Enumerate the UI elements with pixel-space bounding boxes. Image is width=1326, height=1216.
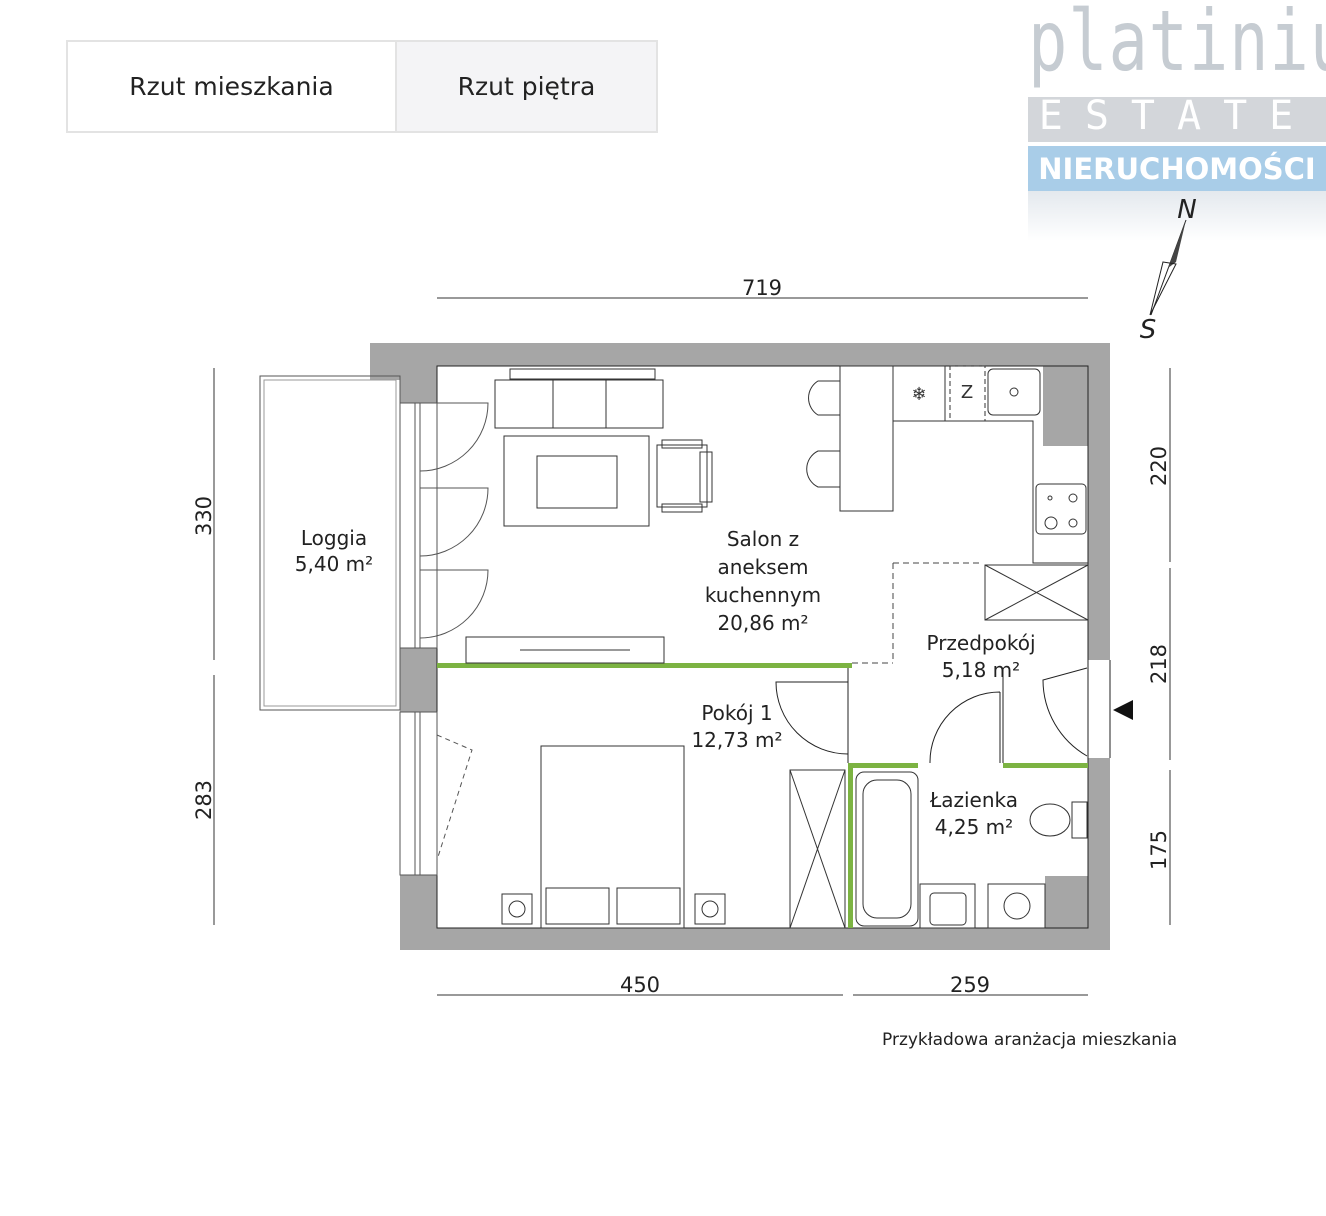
dim-bottom-left: 450 bbox=[620, 973, 660, 997]
room-name-pokoj: Pokój 1 bbox=[701, 701, 772, 725]
platinium-estate-logo: platinium ESTATE NIERUCHOMOŚCI bbox=[1028, 0, 1326, 241]
dim-left-upper: 330 bbox=[192, 496, 216, 536]
loggia: Loggia 5,40 m² bbox=[259, 375, 401, 711]
compass-south: S bbox=[1140, 315, 1157, 345]
room-name-salon-1: Salon z bbox=[727, 527, 799, 551]
tab-floor-plan[interactable]: Rzut piętra bbox=[395, 42, 656, 131]
room-area-przedpokoj: 5,18 m² bbox=[942, 658, 1020, 682]
example-arrangement-note: Przykładowa aranżacja mieszkania bbox=[882, 1030, 1178, 1050]
room-area-lazienka: 4,25 m² bbox=[935, 815, 1013, 839]
room-name-salon-3: kuchennym bbox=[705, 583, 821, 607]
room-name-przedpokoj: Przedpokój bbox=[926, 631, 1035, 655]
room-area-pokoj: 12,73 m² bbox=[691, 728, 782, 752]
logo-band bbox=[1028, 97, 1326, 142]
logo-wordmark: platinium bbox=[1028, 0, 1326, 90]
entrance-arrow-icon bbox=[1113, 700, 1133, 720]
plan-tabs: Rzut mieszkania Rzut piętra bbox=[66, 40, 658, 133]
dim-right-upper: 220 bbox=[1147, 446, 1171, 486]
room-area-loggia: 5,40 m² bbox=[295, 552, 373, 576]
room-name-salon-2: aneksem bbox=[717, 555, 808, 579]
dim-top: 719 bbox=[742, 276, 782, 300]
svg-text:❄: ❄ bbox=[911, 384, 926, 405]
dim-left-lower: 283 bbox=[192, 780, 216, 820]
room-name-lazienka: Łazienka bbox=[929, 788, 1018, 812]
furniture: ❄ Z bbox=[465, 365, 1089, 929]
logo-estate: ESTATE bbox=[1038, 93, 1316, 139]
room-area-salon: 20,86 m² bbox=[717, 611, 808, 635]
partition-walls bbox=[437, 562, 1133, 928]
room-salon: Salon z aneksem kuchennym 20,86 m² bbox=[705, 527, 821, 635]
room-name-loggia: Loggia bbox=[301, 526, 367, 550]
logo-fade bbox=[1028, 191, 1326, 241]
dim-bottom-right: 259 bbox=[950, 973, 990, 997]
dimension-lines bbox=[213, 297, 1171, 996]
windows bbox=[399, 402, 489, 876]
logo-nieruchomosci: NIERUCHOMOŚCI bbox=[1028, 146, 1326, 191]
compass-north: N bbox=[1177, 195, 1196, 225]
compass-icon: N S bbox=[1140, 195, 1197, 345]
tab-apartment-plan[interactable]: Rzut mieszkania bbox=[68, 42, 395, 131]
dim-right-middle: 218 bbox=[1147, 644, 1171, 684]
dim-right-lower: 175 bbox=[1147, 830, 1171, 870]
svg-text:Z: Z bbox=[961, 382, 973, 403]
outer-walls bbox=[370, 343, 1110, 950]
